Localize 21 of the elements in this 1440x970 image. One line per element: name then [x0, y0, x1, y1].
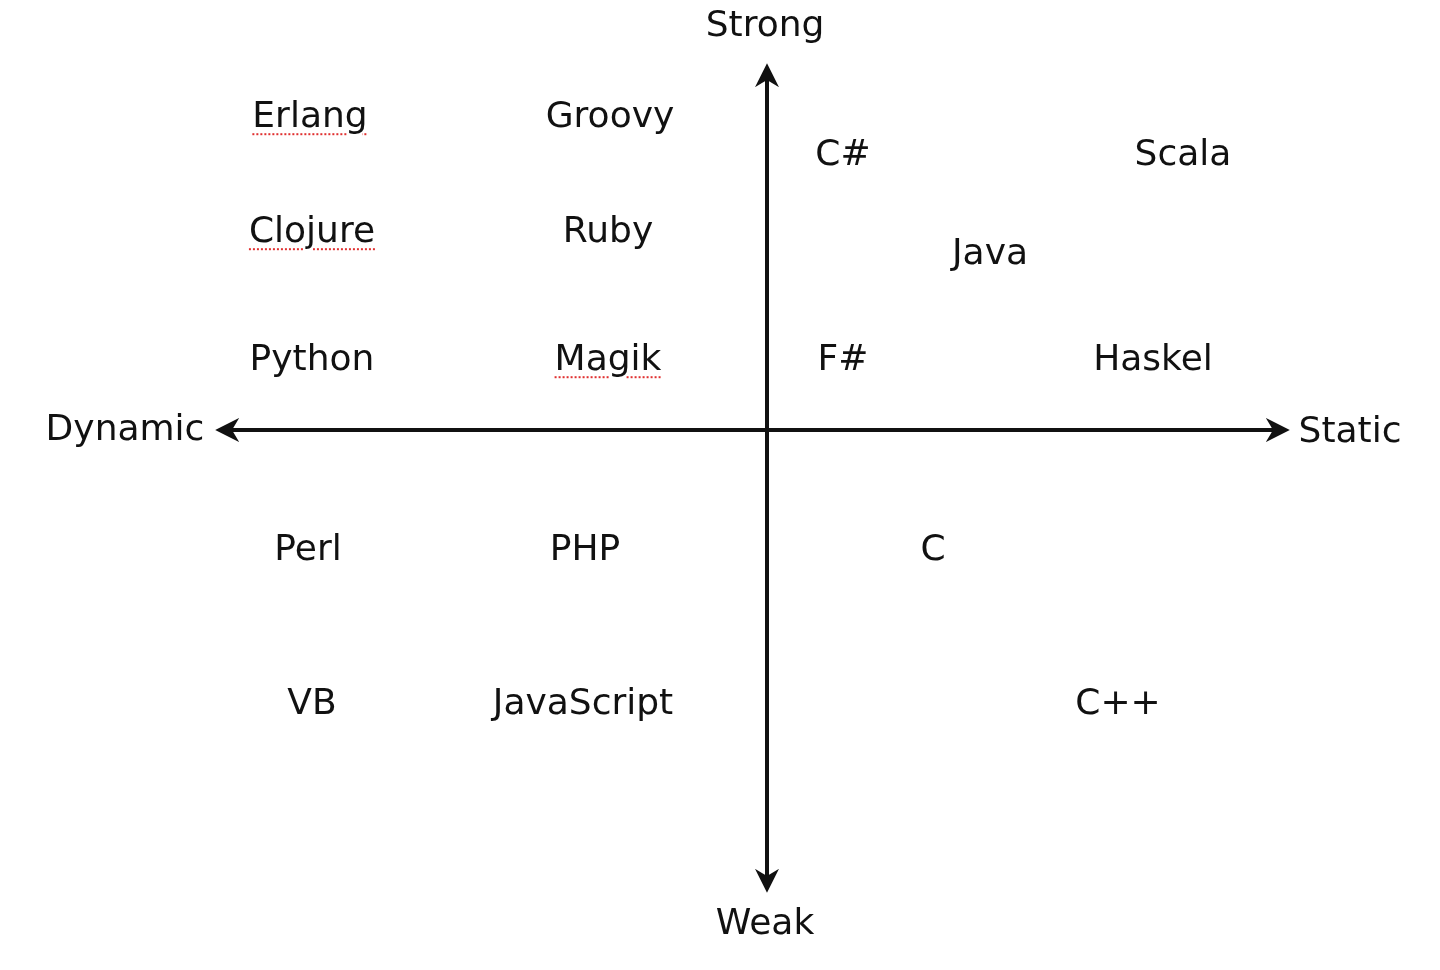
language-label: C	[920, 528, 946, 568]
axis-label: Dynamic	[45, 408, 205, 448]
language-label: Groovy	[545, 95, 675, 135]
language-label: Scala	[1134, 133, 1232, 173]
language-label: VB	[287, 682, 337, 722]
language-label: F#	[817, 338, 869, 378]
language-label: Perl	[274, 528, 342, 568]
axis-label: Strong	[705, 4, 825, 44]
language-label: Erlang	[252, 95, 368, 135]
axis-label: Static	[1298, 410, 1402, 450]
language-label: C++	[1075, 682, 1161, 722]
axis-label: Weak	[715, 902, 815, 942]
language-label: C#	[815, 133, 871, 173]
language-label: Java	[952, 232, 1028, 272]
language-label: PHP	[549, 528, 621, 568]
language-label: Clojure	[248, 210, 376, 250]
language-label: Ruby	[562, 210, 654, 250]
language-label: Magik	[554, 338, 662, 378]
language-label: Python	[249, 338, 375, 378]
language-label: JavaScript	[492, 682, 674, 722]
language-label: Haskel	[1093, 338, 1213, 378]
